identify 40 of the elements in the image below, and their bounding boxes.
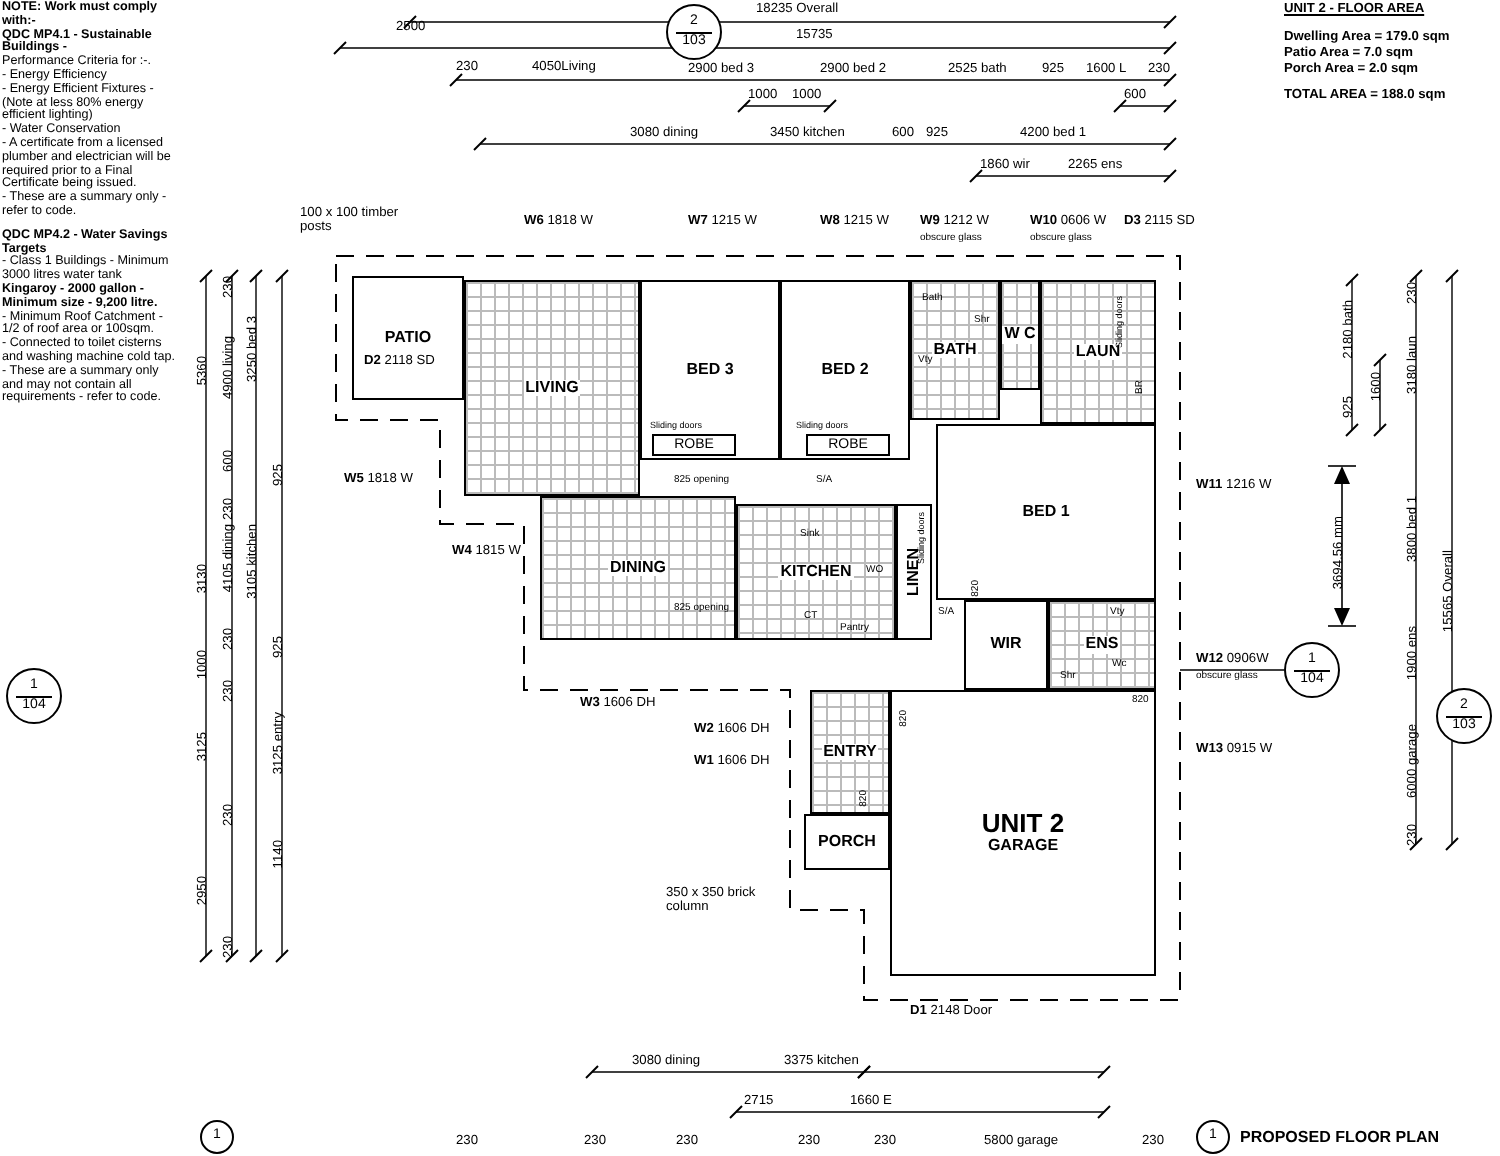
room-name: WIR xyxy=(988,636,1024,654)
room-name: LIVING xyxy=(523,379,581,397)
room-name: BED 3 xyxy=(684,361,736,379)
room-name: ENTRY xyxy=(821,743,879,761)
room xyxy=(780,280,910,460)
room xyxy=(964,600,1048,690)
room xyxy=(1048,600,1156,690)
drawing-title: PROPOSED FLOOR PLAN xyxy=(1240,1130,1440,1146)
room xyxy=(640,280,780,460)
room-name: PORCH xyxy=(816,833,878,851)
section-marker xyxy=(1436,688,1492,744)
room-name: ENS xyxy=(1083,636,1121,654)
room xyxy=(936,424,1156,600)
room-name: BED 1 xyxy=(1020,503,1072,521)
section-marker xyxy=(666,4,722,60)
room xyxy=(1040,280,1156,424)
room xyxy=(540,496,736,640)
room-name: DINING xyxy=(608,559,668,577)
room-name: GARAGE xyxy=(985,838,1061,857)
room xyxy=(896,504,932,640)
room-name: PATIO xyxy=(382,329,434,347)
section-marker xyxy=(6,668,62,724)
section-marker xyxy=(200,1120,234,1154)
room xyxy=(804,814,890,870)
wardrobe xyxy=(652,434,736,456)
room-name: BATH xyxy=(931,341,979,359)
wardrobe xyxy=(806,434,890,456)
room xyxy=(352,276,464,400)
room xyxy=(810,690,890,814)
room-name: W C xyxy=(1002,326,1038,344)
section-marker xyxy=(1284,642,1340,698)
room xyxy=(890,690,1156,976)
section-marker xyxy=(1196,1120,1230,1154)
room xyxy=(1000,280,1040,390)
room-name: BED 2 xyxy=(819,361,871,379)
room xyxy=(736,504,896,640)
room xyxy=(910,280,1000,420)
room-name: KITCHEN xyxy=(778,563,854,581)
room xyxy=(464,280,640,496)
room-name: UNIT 2 xyxy=(979,809,1067,839)
